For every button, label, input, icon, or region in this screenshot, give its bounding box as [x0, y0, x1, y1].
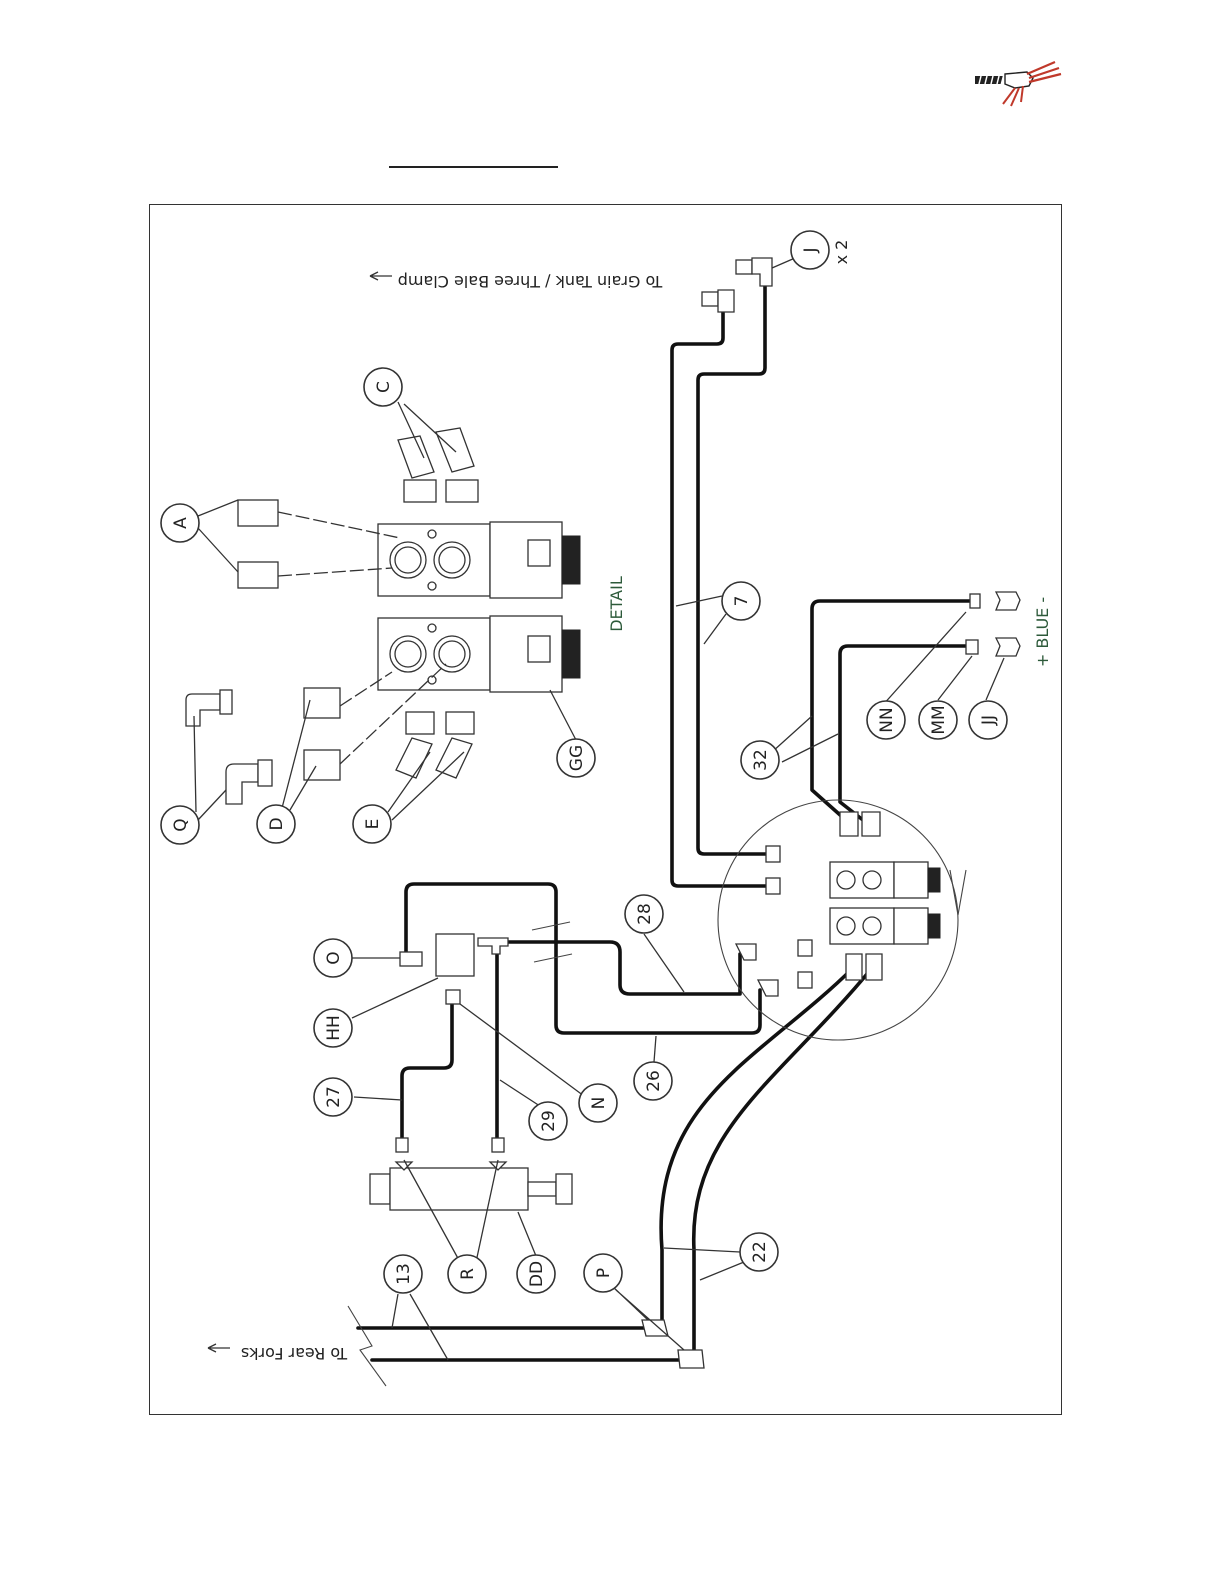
svg-text:A: A [171, 517, 191, 529]
callout-22: 22 [740, 1233, 778, 1271]
callout-E: E [353, 805, 391, 843]
hose-22-inner [694, 968, 872, 1350]
callout-DD: DD [517, 1255, 555, 1293]
svg-text:26: 26 [644, 1070, 664, 1092]
connector-MM [966, 640, 978, 654]
callout-29: 29 [529, 1102, 567, 1140]
svg-text:E: E [363, 819, 383, 830]
callout-C: C [364, 368, 402, 406]
svg-text:J: J [801, 247, 821, 253]
callout-O: O [314, 939, 352, 977]
callout-NN: NN [867, 701, 905, 739]
fitting-N [446, 990, 460, 1004]
svg-text:28: 28 [635, 903, 655, 925]
callout-MM: MM [919, 701, 957, 739]
callout-D: D [257, 805, 295, 843]
svg-text:MM: MM [929, 705, 949, 734]
hose-28 [488, 942, 740, 994]
svg-text:D: D [267, 817, 287, 830]
callout-JJ: JJ [969, 701, 1007, 739]
callout-13: 13 [384, 1255, 422, 1293]
valve-block-detail-right [830, 908, 940, 944]
fitting-A-upper [238, 500, 278, 526]
valve-block-right [378, 522, 580, 598]
callout-N: N [579, 1084, 617, 1122]
svg-text:GG: GG [567, 745, 587, 771]
svg-text:O: O [324, 951, 344, 964]
svg-text:7: 7 [732, 596, 752, 607]
svg-text:DD: DD [527, 1261, 547, 1287]
fitting-P-upper [642, 1320, 668, 1336]
svg-text:R: R [458, 1268, 478, 1280]
fitting-E [396, 712, 474, 778]
svg-text:13: 13 [394, 1263, 414, 1285]
callout-32: 32 [741, 741, 779, 779]
svg-text:HH: HH [324, 1015, 344, 1041]
callout-Q: Q [161, 806, 199, 844]
connector-JJ-upper [996, 592, 1020, 610]
valve-block-left [378, 616, 580, 692]
svg-text:N: N [589, 1097, 609, 1110]
callout-P: P [584, 1254, 622, 1292]
note-detail: DETAIL [607, 576, 626, 632]
fitting-Q-upper [186, 694, 220, 726]
callout-GG: GG [557, 739, 595, 777]
svg-text:29: 29 [539, 1110, 559, 1132]
note-grain-tank: To Grain Tank / Three Bale Clamp [398, 272, 664, 291]
fitting-P-lower [678, 1350, 704, 1368]
callout-J: J [791, 231, 829, 269]
block-HH [436, 934, 474, 976]
tee-fitting [478, 938, 508, 954]
connector-NN [970, 594, 980, 608]
callout-HH: HH [314, 1009, 352, 1047]
callout-R: R [448, 1255, 486, 1293]
svg-text:22: 22 [750, 1241, 770, 1263]
fitting-D-lower [304, 750, 340, 780]
fitting-O [400, 952, 422, 966]
fitting-C [398, 428, 478, 502]
connector-JJ-lower [996, 638, 1020, 656]
fitting-J [702, 258, 772, 312]
svg-text:C: C [374, 381, 394, 393]
note-times-two: x 2 [832, 240, 851, 265]
svg-text:32: 32 [751, 749, 771, 771]
callout-26: 26 [634, 1062, 672, 1100]
svg-text:NN: NN [877, 707, 897, 732]
hose-27 [402, 1000, 452, 1140]
note-blue: + BLUE - [1033, 597, 1052, 667]
valve-block-detail-left [830, 862, 940, 898]
callout-27: 27 [314, 1078, 352, 1116]
fitting-Q-lower [226, 764, 258, 804]
callout-28: 28 [625, 895, 663, 933]
note-rear-forks: To Rear Forks [241, 1344, 348, 1363]
callout-7: 7 [722, 582, 760, 620]
cylinder-DD [370, 1138, 572, 1210]
svg-text:Q: Q [171, 818, 191, 831]
svg-text:27: 27 [324, 1086, 344, 1108]
svg-text:JJ: JJ [979, 715, 999, 726]
svg-text:P: P [594, 1268, 614, 1278]
fitting-A-lower [238, 562, 278, 588]
callout-A: A [161, 504, 199, 542]
